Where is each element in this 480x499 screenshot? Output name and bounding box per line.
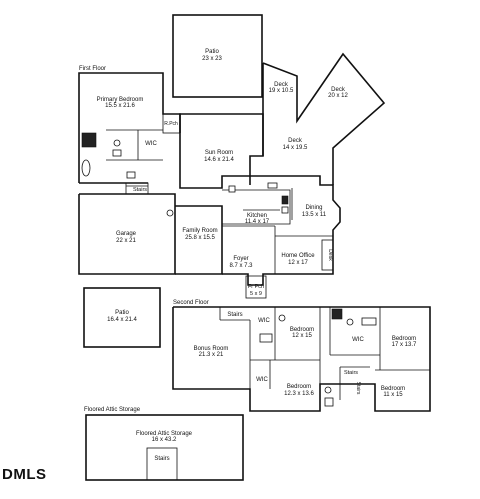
desk-label: Desk xyxy=(327,249,333,261)
deck-c-dim: 14 x 19.5 xyxy=(283,145,308,151)
patio-left-dim: 16.4 x 21.4 xyxy=(107,317,137,323)
foyer-name: Foyer xyxy=(233,256,248,262)
stairs-attic-name: Stairs xyxy=(154,456,169,462)
bedroom-c-name: Bedroom xyxy=(287,384,311,390)
bedroom-b-dim: 17 x 13.7 xyxy=(392,342,417,348)
dining-dim: 13.5 x 11 xyxy=(302,212,327,218)
sink-icon xyxy=(324,397,334,407)
appliance-icon xyxy=(281,206,289,214)
sun-room-name: Sun Room xyxy=(205,150,233,156)
garage-name: Garage xyxy=(116,231,137,237)
wic-second-b-name: WIC xyxy=(352,337,364,343)
dining-name: Dining xyxy=(305,205,322,211)
stairs-vertical-label: Stairs xyxy=(355,382,361,395)
patio-left-name: Patio xyxy=(115,310,129,316)
fireplace-icon xyxy=(81,132,97,148)
bedroom-c-dim: 12.3 x 13.6 xyxy=(284,391,314,397)
first-floor-walls xyxy=(78,14,386,299)
stairs-small-name: Stairs xyxy=(344,370,358,376)
garage-dim: 22 x 21 xyxy=(116,238,136,244)
attic-outline xyxy=(85,414,244,481)
bedroom-d-dim: 11 x 15 xyxy=(383,392,403,398)
sink-icon xyxy=(112,149,122,157)
bedroom-a-name: Bedroom xyxy=(290,327,314,333)
family-room-dim: 25.8 x 15.5 xyxy=(185,235,215,241)
sink-icon xyxy=(126,171,136,179)
attic-storage-dim: 16 x 43.2 xyxy=(152,437,177,443)
range-icon xyxy=(228,185,236,193)
attic-stairs-outline xyxy=(146,447,178,481)
patio-top-dim: 23 x 23 xyxy=(202,56,222,62)
deck-a-dim: 19 x 10.5 xyxy=(269,88,294,94)
toilet-icon xyxy=(346,318,354,326)
family-room-name: Family Room xyxy=(182,228,217,234)
wic-first-name: WIC xyxy=(145,141,157,147)
second-floor-heading: Second Floor xyxy=(173,300,209,306)
tub-icon xyxy=(81,159,91,177)
primary-bedroom-dim: 15.5 x 21.6 xyxy=(105,103,135,109)
wic-second-c-name: WIC xyxy=(256,377,268,383)
fr-pch-dim: 5 x 9 xyxy=(250,291,262,297)
sun-room-dim: 14.6 x 21.4 xyxy=(204,157,234,163)
stairs-first-name: Stairs xyxy=(133,187,147,193)
patio-left-outline xyxy=(83,287,161,348)
kitchen-dim: 11.4 x 17 xyxy=(245,219,270,225)
second-floor-walls xyxy=(172,306,431,412)
attic-heading: Floored Attic Storage xyxy=(84,407,141,413)
toilet-icon xyxy=(324,386,332,394)
fridge-icon xyxy=(281,195,289,205)
stairs-second-name: Stairs xyxy=(227,312,242,318)
sink-icon xyxy=(361,317,377,326)
first-floor-fixtures xyxy=(81,132,289,217)
bonus-room-name: Bonus Room xyxy=(194,346,229,352)
bedroom-b-name: Bedroom xyxy=(392,336,416,342)
attic-storage-name: Floored Attic Storage xyxy=(136,431,193,437)
toilet-icon xyxy=(278,314,286,322)
first-floor-heading: First Floor xyxy=(79,66,106,72)
bedroom-d-name: Bedroom xyxy=(381,386,405,392)
sink-icon xyxy=(259,333,273,343)
deck-c-name: Deck xyxy=(288,138,303,144)
home-office-dim: 12 x 17 xyxy=(288,260,308,266)
foyer-dim: 8.7 x 7.3 xyxy=(229,263,253,269)
deck-b-dim: 20 x 12 xyxy=(328,93,348,99)
toilet-icon xyxy=(113,139,121,147)
sink-icon xyxy=(267,182,278,189)
bonus-room-dim: 21.3 x 21 xyxy=(199,352,224,358)
fireplace-icon xyxy=(331,308,343,320)
wic-second-a-name: WIC xyxy=(258,318,270,324)
toilet-icon xyxy=(166,209,174,217)
bedroom-a-dim: 12 x 15 xyxy=(292,333,312,339)
watermark-logo: DMLS xyxy=(2,466,47,483)
deck-a-name: Deck xyxy=(274,82,289,88)
patio-top-name: Patio xyxy=(205,49,219,55)
second-floor-fixtures xyxy=(259,308,377,407)
kitchen-name: Kitchen xyxy=(247,213,267,219)
deck-b-name: Deck xyxy=(331,87,346,93)
fr-pch-name: Fr Pch xyxy=(248,284,264,290)
primary-bedroom-name: Primary Bedroom xyxy=(97,97,144,103)
home-office-name: Home Office xyxy=(281,253,315,259)
r-pch-name: R.Pch xyxy=(164,121,178,127)
